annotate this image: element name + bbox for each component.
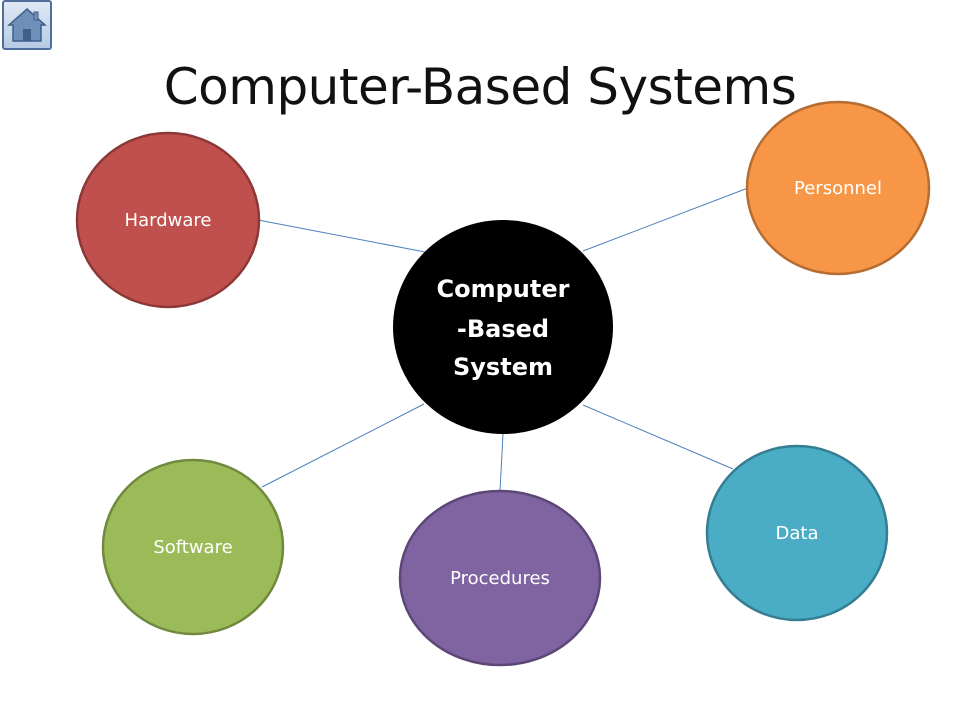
connector-hardware [257,219,426,253]
center-label-line: System [453,353,553,381]
home-icon [7,7,47,42]
node-label-personnel: Personnel [794,178,882,199]
center-label-line: -Based [457,315,549,343]
node-label-software: Software [153,537,232,558]
node-software [101,458,285,636]
center-circle [393,220,613,434]
connector-procedures [499,433,504,492]
home-button[interactable] [2,0,52,50]
node-procedures [398,489,602,667]
connectors [257,187,749,492]
node-data [705,444,889,622]
node-label-procedures: Procedures [450,568,550,589]
node-label-data: Data [776,523,819,544]
connector-personnel [582,187,749,252]
node-personnel [745,100,931,276]
connector-software [261,403,425,488]
connector-data [582,404,734,470]
slide-title: Computer-Based Systems [163,58,797,116]
node-label-hardware: Hardware [125,210,212,231]
node-hardware [75,131,261,309]
center-label-line: Computer [437,275,570,303]
